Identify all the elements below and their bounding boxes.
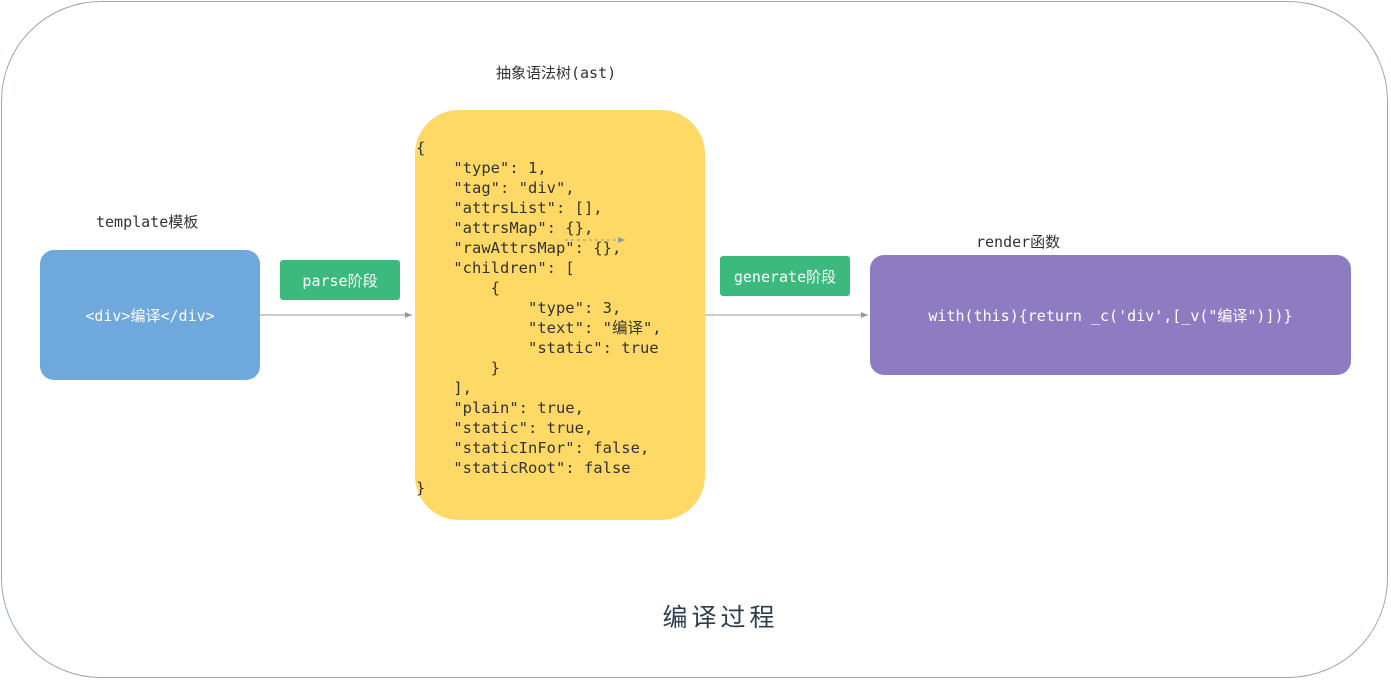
render-code: with(this){return _c('div',[_v("编译")])} xyxy=(928,306,1293,325)
generate-stage-label: generate阶段 xyxy=(720,256,850,296)
template-label: template模板 xyxy=(96,213,199,231)
ast-code: { "type": 1, "tag": "div", "attrsList": … xyxy=(416,139,662,497)
template-node: <div>编译</div> xyxy=(40,250,260,380)
template-code: <div>编译</div> xyxy=(85,306,215,325)
ast-node: { "type": 1, "tag": "div", "attrsList": … xyxy=(415,110,705,520)
parse-stage-text: parse阶段 xyxy=(302,271,378,290)
ast-label: 抽象语法树(ast) xyxy=(496,64,617,82)
generate-stage-text: generate阶段 xyxy=(733,267,837,286)
render-node: with(this){return _c('div',[_v("编译")])} xyxy=(870,255,1351,375)
diagram-title: 编译过程 xyxy=(662,603,779,632)
render-label: render函数 xyxy=(976,233,1061,251)
parse-stage-label: parse阶段 xyxy=(280,260,400,300)
